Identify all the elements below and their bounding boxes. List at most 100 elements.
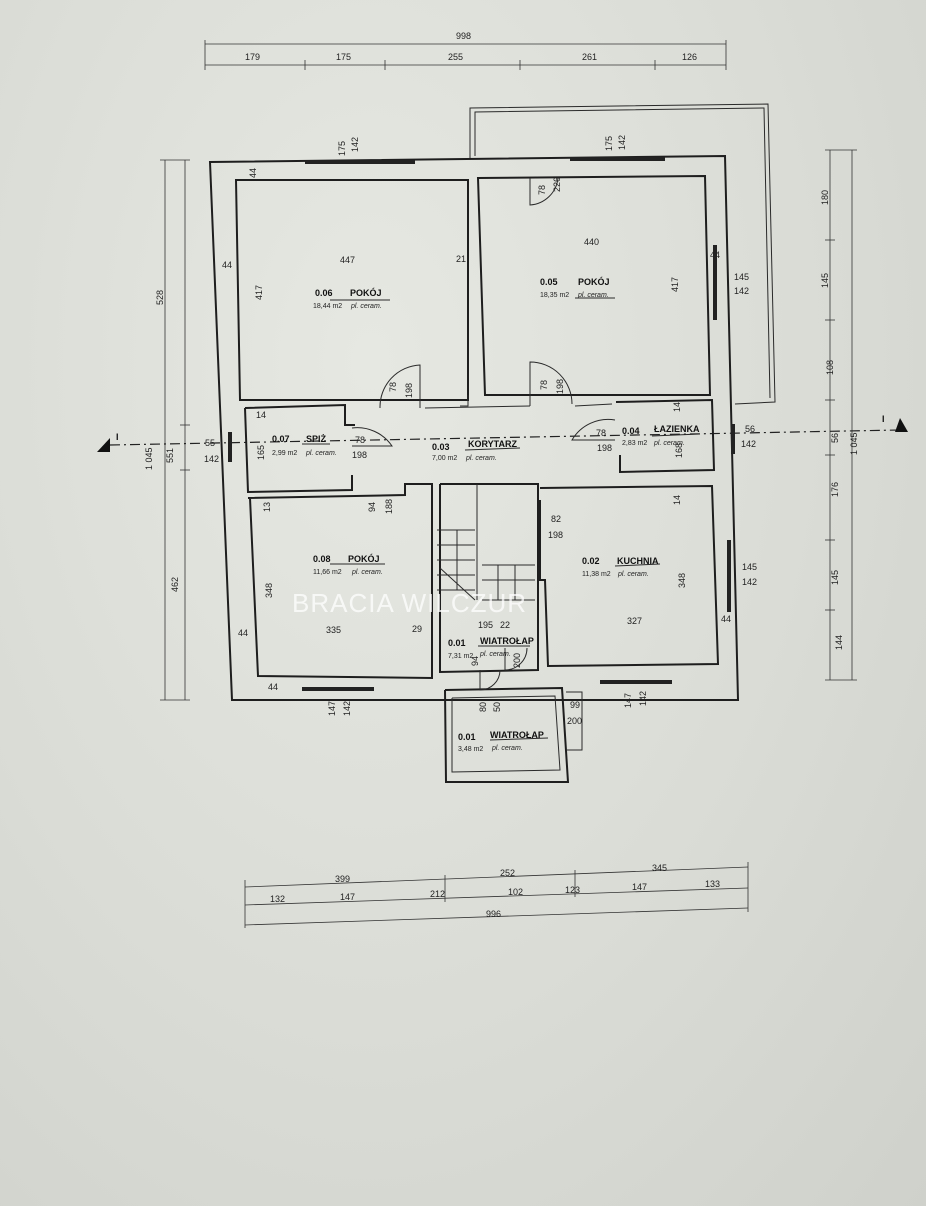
room-02-height: 348 [677,573,687,588]
window-right-lower [727,540,731,612]
room-04-area: 2,83 m2 [622,440,647,447]
door-spiz [351,427,393,447]
spiz-dim-d: 165 [256,445,266,460]
room-06-id: 0.06 [315,288,333,298]
room-01-floor: pl. ceram. [479,651,511,658]
dim-right-total: 1 045 [849,432,859,455]
room-03-korytarz: 0.03 KORYTARZ 7,00 m2 pl. ceram. [432,439,521,462]
room-08: 0.08 POKÓJ 11,66 m2 pl. ceram. 335 348 2… [238,499,422,716]
wia-dim-d: 200 [512,653,522,668]
window-bottom-left-b: 142 [342,701,352,716]
door-06-b: 198 [404,383,414,398]
room-03-id: 0.03 [432,442,450,452]
section-arrow-left-icon [97,438,110,452]
door-05-b: 198 [555,379,565,394]
dim-bottom-lower-7: 133 [705,879,720,889]
dim-top-total: 998 [456,31,471,41]
room-01b-floor: pl. ceram. [491,745,523,752]
dim-left-mid: 551 [165,448,175,463]
dim-left-3: 462 [170,577,180,592]
dim-bottom-lower-1: 132 [270,894,285,904]
window-top-right [570,157,665,161]
door-lazienka [571,418,616,441]
window-right [731,424,735,454]
window-right-upper-a: 145 [734,272,749,282]
window-bottom-right [600,680,672,684]
room-05-width: 440 [584,237,599,247]
room-07-floor: pl. ceram. [305,450,337,457]
room-02-kuchnia: 0.02 KUCHNIA 11,38 m2 pl. ceram. 327 348… [548,495,757,708]
laz-dim-a: 78 [596,428,606,438]
dim-window-right-a: 56 [745,424,755,434]
room-08-misc-c: 188 [384,499,394,514]
spiz-dim-c: 198 [352,450,367,460]
dim-right-2: 145 [820,273,830,288]
room-06-area: 18,44 m2 [313,303,342,310]
dim-bottom-total: 996 [486,909,501,919]
kuch-misc-c: 14 [672,495,682,505]
room-01b-name: WIATROŁAP [490,730,544,740]
window-bottom-left [302,687,374,691]
laz-dim-c: 14 [672,402,682,412]
dim-window-left-b: 142 [204,454,219,464]
window-left [228,432,232,462]
section-label-right: I [882,414,885,424]
dim-window-right-b: 142 [741,439,756,449]
room-05-floor: pl. ceram. [577,292,609,299]
dim-bottom-lower-4: 102 [508,887,523,897]
room-01-area: 7,31 m2 [448,653,473,660]
room-06-name: POKÓJ [350,287,382,298]
wia-dim-a: 195 [478,620,493,630]
window-top-right-a: 175 [604,136,614,151]
dim-left-1: 528 [155,290,165,305]
room-04-floor: pl. ceram. [653,440,685,447]
room-01b-id: 0.01 [458,732,476,742]
kuch-misc-a: 82 [551,514,561,524]
room-05-area: 18,35 m2 [540,292,569,299]
room-08-wall-bottom: 44 [268,682,278,692]
dim-bottom-lower-5: 123 [565,885,580,895]
spiz-dim-b: 78 [355,435,365,445]
dim-bottom-lower-3: 212 [430,889,445,899]
dim-top-4: 261 [582,52,597,62]
room-05: 0.05 POKÓJ 18,35 m2 pl. ceram. 440 417 7… [537,135,749,394]
room-05-id: 0.05 [540,277,558,287]
door-05-a: 78 [539,380,549,390]
door-wiatrolap [504,647,528,671]
dim-bottom-upper-1: 399 [335,874,350,884]
wia2-dim-d: 200 [567,716,582,726]
room-02-floor: pl. ceram. [617,571,649,578]
dim-bottom-lower-6: 147 [632,882,647,892]
window-right-lower-b: 142 [742,577,757,587]
staircase [437,529,535,601]
inner-walls [244,395,720,783]
laz-dim-b: 198 [597,443,612,453]
dim-right-3: 108 [825,360,835,375]
room-06-wall-top: 44 [248,168,258,178]
window-right-upper-b: 142 [734,286,749,296]
door-06-a: 78 [388,382,398,392]
section-axis: I I [97,414,908,452]
window-right-upper [713,245,717,320]
room-01-name: WIATROŁAP [480,636,534,646]
room-04-id: 0.04 [622,426,640,436]
wia2-dim-c: 99 [570,700,580,710]
room-06-width: 447 [340,255,355,265]
door-05-terrace-b: 226 [552,177,562,192]
room-08-misc-a: 13 [262,502,272,512]
room-05-height: 417 [670,277,680,292]
left-dimension-chain: 1 045 528 551 462 55 142 [144,159,219,701]
door-room-05-terrace [529,177,559,206]
dim-left-total: 1 045 [144,447,154,470]
room-02-name: KUCHNIA [617,556,659,566]
laz-dim-d: 168 [674,443,684,458]
dim-right-6: 145 [830,570,840,585]
window-top-right-b: 142 [617,135,627,150]
dim-right-1: 180 [820,190,830,205]
window-right-lower-a: 145 [742,562,757,572]
room-07-spiz: 0.07 SPIŻ 2,99 m2 pl. ceram. 14 78 198 1… [256,410,367,460]
room-04-name: ŁAZIENKA [654,424,700,434]
wia2-dim-b: 50 [492,702,502,712]
room-03-floor: pl. ceram. [465,455,497,462]
